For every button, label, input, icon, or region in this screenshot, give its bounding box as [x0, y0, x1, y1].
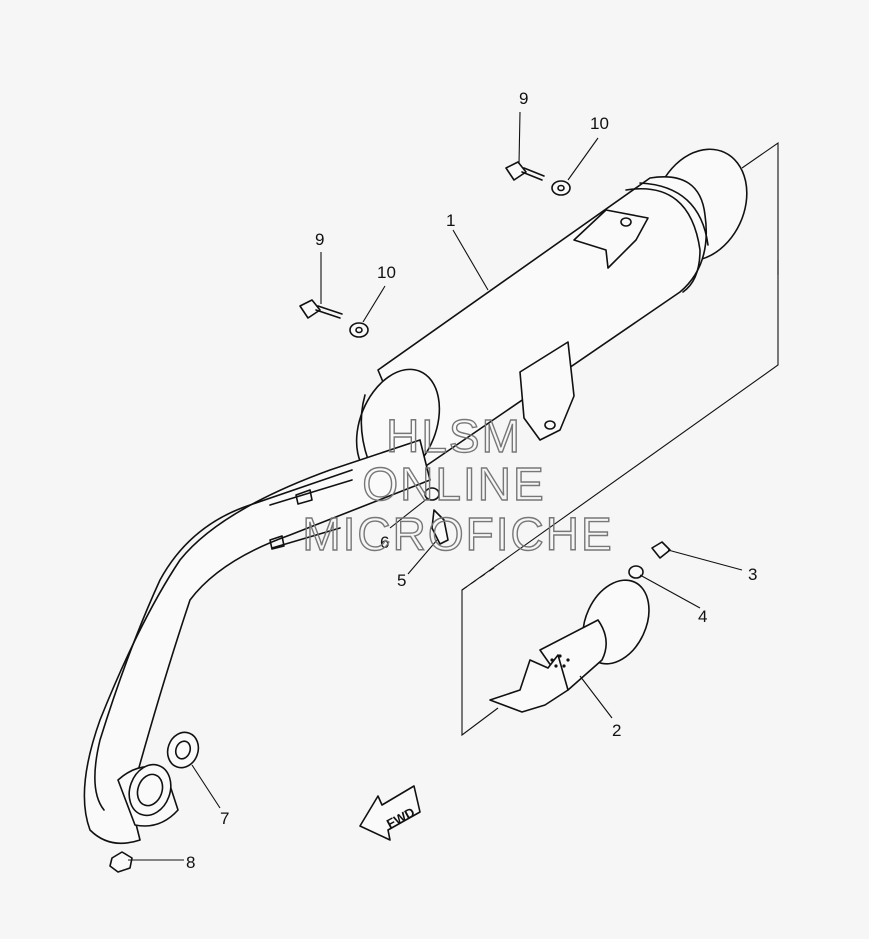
callout-9-lower: 9: [315, 230, 324, 249]
hardware: [109, 161, 671, 873]
watermark-line-3: MICROFICHE: [302, 508, 613, 560]
callout-4: 4: [698, 607, 707, 626]
callout-3: 3: [748, 565, 757, 584]
spark-arrester: [489, 579, 650, 713]
callout-8: 8: [186, 853, 195, 872]
callout-9-upper: 9: [519, 89, 528, 108]
watermark-line-1: HLSM: [386, 410, 522, 462]
callout-6: 6: [380, 533, 389, 552]
muffler: [355, 148, 748, 482]
exhaust-pipe: [83, 439, 431, 845]
callout-2: 2: [612, 721, 621, 740]
watermark-line-2: ONLINE: [362, 458, 545, 510]
callout-1: 1: [446, 211, 455, 230]
callout-7: 7: [220, 809, 229, 828]
callout-5: 5: [397, 571, 406, 590]
fwd-arrow: FWD: [359, 785, 421, 841]
callout-10-lower: 10: [377, 263, 396, 282]
leader-lines: [128, 111, 743, 861]
watermark: HLSM ONLINE MICROFICHE: [302, 409, 613, 560]
callout-labels: 1 2 3 4 5 6 7 8 9 9 10 10: [186, 89, 757, 872]
assembly-outline: [461, 141, 779, 737]
callout-10-upper: 10: [590, 114, 609, 133]
